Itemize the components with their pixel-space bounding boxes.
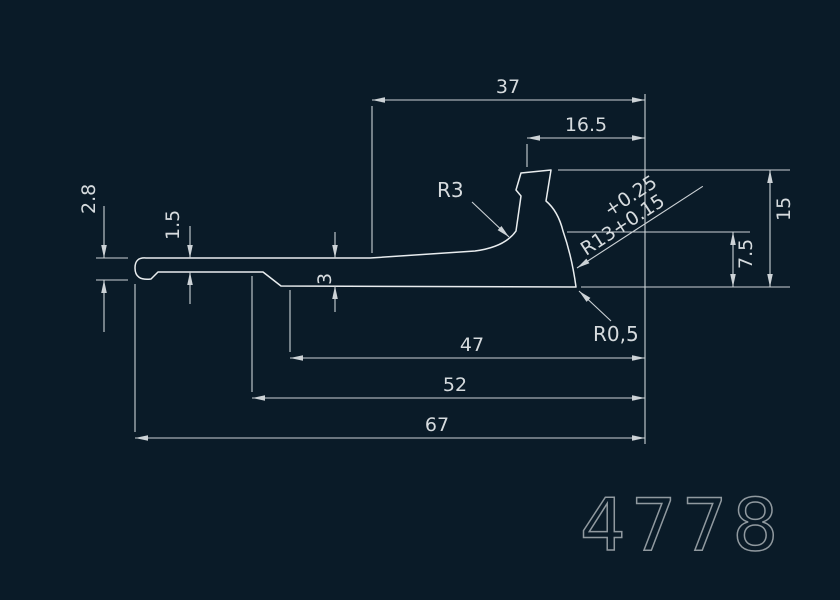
dim-1-5: 1.5	[162, 210, 193, 304]
leader-line	[578, 290, 612, 322]
part-number: 4778	[580, 483, 783, 567]
leader-r3: R3	[437, 178, 510, 238]
dim-2-8-label: 2.8	[78, 184, 100, 214]
dim-15: 15	[558, 169, 795, 288]
radius-r0-5-label: R0,5	[593, 322, 639, 346]
dim-1-5-label: 1.5	[162, 210, 184, 240]
dim-16-5-label: 16.5	[565, 114, 607, 136]
dim-52-label: 52	[443, 374, 467, 396]
dim-52: 52	[251, 276, 645, 401]
radius-r3-label: R3	[437, 178, 464, 202]
dim-2-8: 2.8	[78, 184, 128, 332]
dim-37-label: 37	[496, 76, 520, 98]
dim-67: 67	[134, 284, 645, 441]
dim-7-5-label: 7.5	[735, 239, 757, 269]
leader-r0-5: R0,5	[578, 290, 639, 346]
dim-15-label: 15	[773, 197, 795, 221]
dim-37: 37	[371, 76, 645, 253]
profile-outline	[134, 169, 577, 288]
dim-3-label: 3	[314, 273, 336, 285]
leader-line	[471, 201, 510, 238]
dim-3: 3	[314, 232, 338, 312]
leader-line	[576, 185, 704, 269]
dim-47-label: 47	[460, 334, 484, 356]
dim-47: 47	[289, 290, 645, 361]
dim-67-label: 67	[425, 414, 449, 436]
dim-16-5: 16.5	[526, 114, 645, 167]
dim-7-5: 7.5	[567, 231, 757, 287]
